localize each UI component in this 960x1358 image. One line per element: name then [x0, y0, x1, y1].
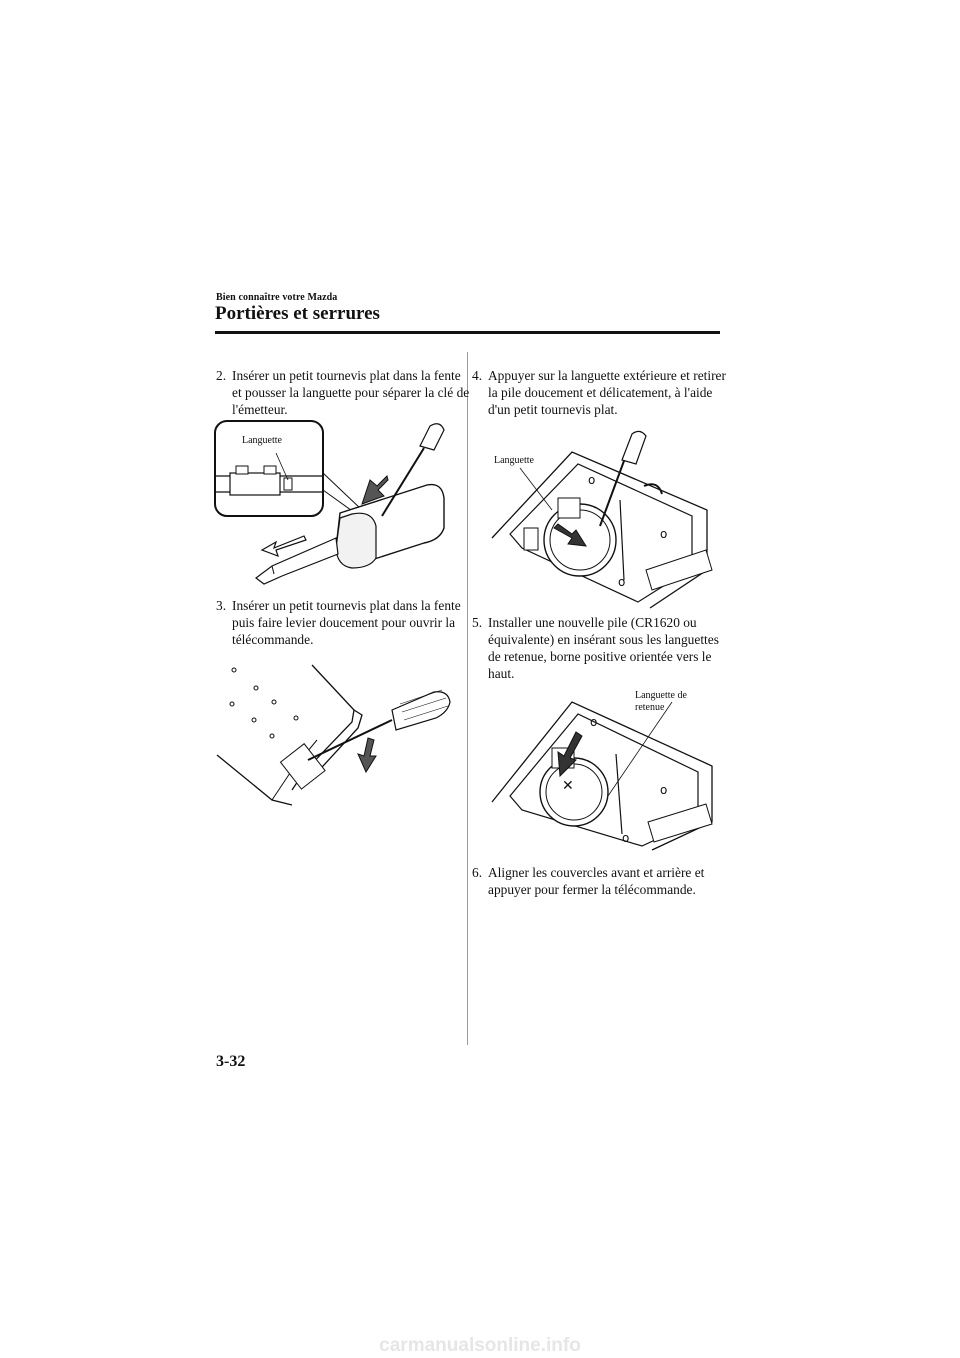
step-text: Appuyer sur la languette extérieure et r…: [488, 368, 726, 417]
svg-text:✕: ✕: [562, 778, 574, 794]
step-2: 2. Insérer un petit tournevis plat dans l…: [216, 367, 472, 418]
svg-text:o: o: [588, 473, 595, 487]
fig4-callout-line2: retenue: [635, 702, 665, 713]
figure-pry-open: [216, 664, 451, 806]
step-number: 3.: [216, 598, 227, 613]
page-number: 3-32: [216, 1053, 246, 1070]
step-number: 6.: [472, 865, 483, 880]
step-number: 4.: [472, 368, 483, 383]
svg-text:o: o: [590, 715, 597, 729]
column-divider: [467, 352, 468, 1045]
svg-text:o: o: [618, 575, 625, 589]
step-4: 4. Appuyer sur la languette extérieure et…: [472, 367, 733, 418]
step-6: 6. Aligner les couvercles avant et arrièr…: [472, 864, 733, 898]
step-text: Insérer un petit tournevis plat dans la …: [232, 598, 461, 647]
page-title: Portières et serrures: [215, 303, 380, 324]
step-3: 3. Insérer un petit tournevis plat dans l…: [216, 597, 472, 648]
fig3-callout: Languette: [494, 455, 534, 466]
step-text: Insérer un petit tournevis plat dans la …: [232, 368, 470, 417]
step-number: 5.: [472, 615, 483, 630]
watermark-text[interactable]: carmanualsonline.info: [379, 1335, 581, 1356]
figure-key-separation: [214, 420, 445, 585]
fig4-callout: Languette de retenue: [635, 690, 687, 714]
figure-remove-battery: o o o: [491, 430, 713, 609]
svg-text:o: o: [622, 831, 629, 845]
step-text: Installer une nouvelle pile (CR1620 ou é…: [488, 615, 719, 681]
figure-install-battery: ✕ o o o: [491, 701, 713, 851]
title-rule: [215, 331, 720, 334]
step-number: 2.: [216, 368, 227, 383]
svg-text:o: o: [660, 527, 667, 541]
section-label: Bien connaître votre Mazda: [216, 292, 338, 303]
svg-text:o: o: [660, 783, 667, 797]
step-5: 5. Installer une nouvelle pile (CR1620 ou…: [472, 614, 733, 682]
fig1-callout: Languette: [242, 435, 282, 446]
step-text: Aligner les couvercles avant et arrière …: [488, 865, 705, 897]
fig4-callout-line1: Languette de: [635, 690, 687, 701]
